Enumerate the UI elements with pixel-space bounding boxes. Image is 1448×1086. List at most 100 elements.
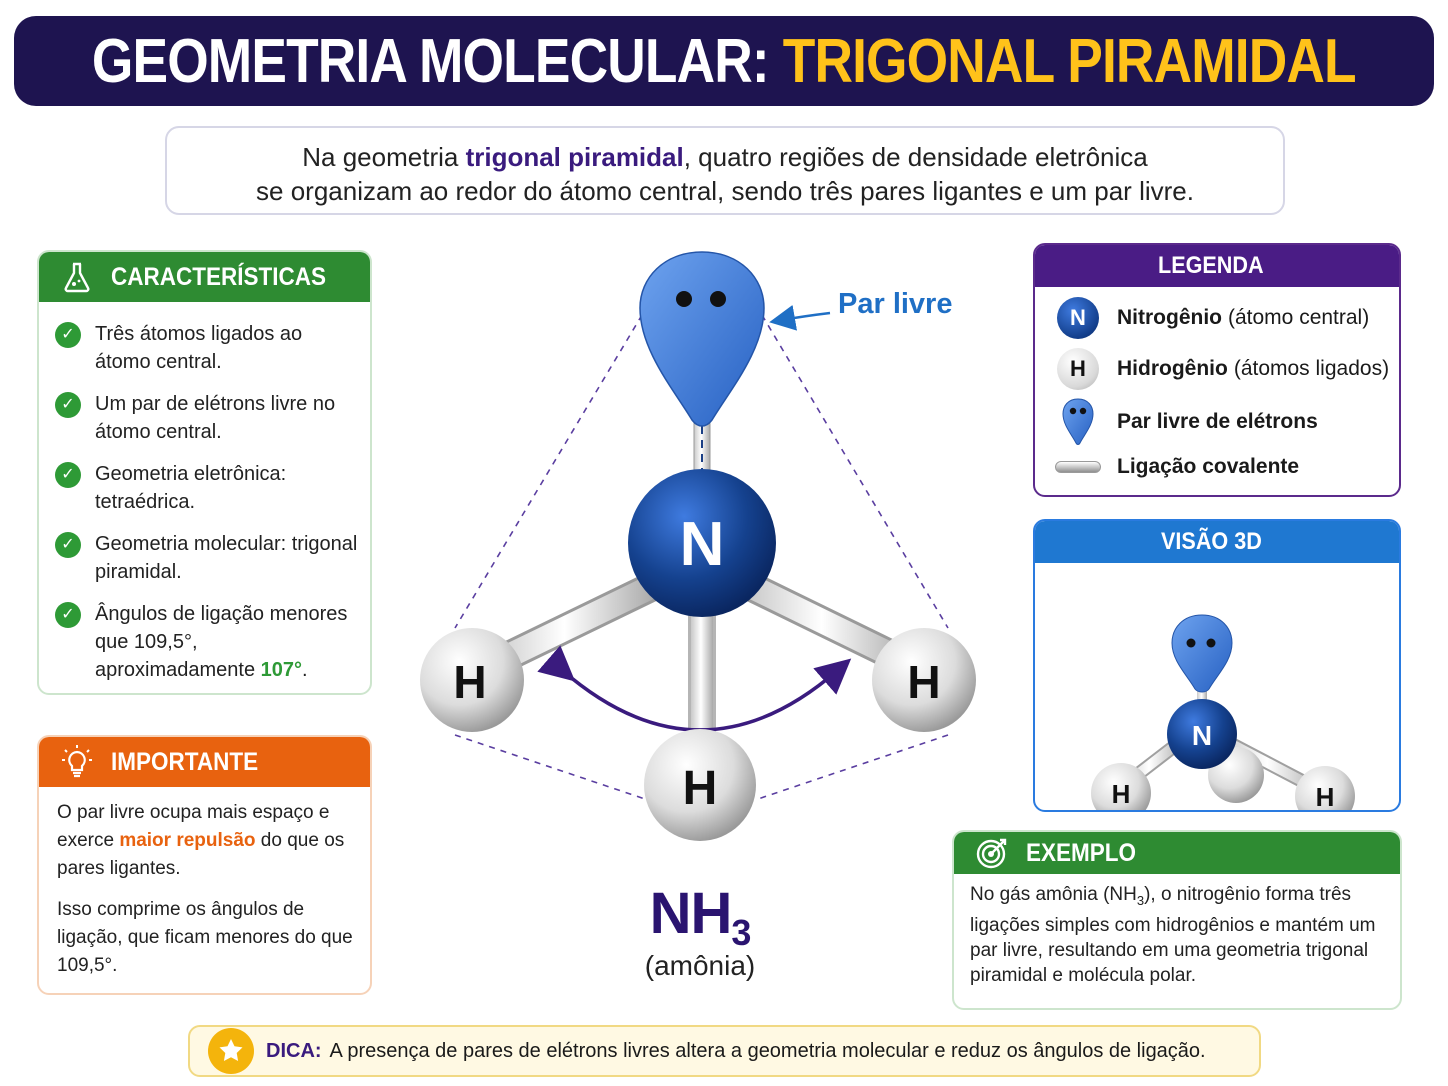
example-body: No gás amônia (NH3), o nitrogênio forma …: [954, 874, 1400, 988]
check-icon: ✓: [55, 602, 81, 628]
formula-text: NH3: [600, 880, 800, 954]
list-item-text: Geometria eletrônica: tetraédrica.: [95, 463, 287, 513]
list-item-text: Um par de elétrons livre no átomo centra…: [95, 393, 336, 443]
hydrogen-atom-right: [872, 628, 976, 732]
title-main: GEOMETRIA MOLECULAR:: [92, 26, 783, 96]
title-banner: GEOMETRIA MOLECULAR: TRIGONAL PIRAMIDAL: [14, 16, 1434, 106]
list-item-text: Três átomos ligados ao átomo central.: [95, 323, 303, 373]
lone-pair-electron: [1206, 638, 1216, 648]
legend-description: (átomo central): [1228, 306, 1370, 329]
lone-pair-electron: [676, 291, 692, 307]
hydrogen-atom-bottom: [644, 729, 756, 841]
important-text: do que os pares ligantes.: [57, 830, 345, 879]
important-title: IMPORTANTE: [111, 747, 259, 776]
intro-line-2: se organizam ao redor do átomo central, …: [256, 176, 1194, 206]
legend-symbol: H: [1053, 348, 1103, 390]
legend-title: LEGENDA: [1158, 252, 1264, 279]
hydrogen-symbol: H: [1112, 779, 1131, 809]
lone-pair-lobe-3d: [1171, 614, 1233, 693]
hydrogen-symbol: H: [453, 656, 486, 708]
angle-text: Ângulos de ligação menores que 109,5°, a…: [95, 603, 348, 681]
list-item-text: Ângulos de ligação menores que 109,5°, a…: [95, 600, 360, 684]
3d-view-title: VISÃO 3D: [1160, 528, 1262, 555]
lone-pair-lobe: [639, 251, 765, 427]
intro-text: Na geometria: [302, 142, 466, 172]
legend-header: LEGENDA: [1035, 245, 1399, 287]
tip-bar: DICA: A presença de pares de elétrons li…: [188, 1025, 1261, 1077]
important-text: O par livre ocupa mais espaço e exerce: [57, 802, 330, 851]
list-item: ✓ Geometria eletrônica: tetraédrica.: [55, 460, 360, 516]
angle-suffix: .: [302, 659, 308, 681]
hydrogen-atom-left: [420, 628, 524, 732]
3d-view-card: VISÃO 3D N H H: [1033, 519, 1401, 812]
important-card: IMPORTANTE O par livre ocupa mais espaço…: [37, 735, 372, 995]
page-title: GEOMETRIA MOLECULAR: TRIGONAL PIRAMIDAL: [92, 26, 1357, 97]
intro-text: , quatro regiões de densidade eletrônica: [683, 142, 1148, 172]
hydrogen-atom-3d: [1091, 763, 1151, 810]
check-icon: ✓: [55, 532, 81, 558]
example-header: EXEMPLO: [954, 832, 1400, 874]
flask-icon: [59, 259, 95, 295]
important-paragraph: Isso comprime os ângulos de ligação, que…: [57, 899, 353, 976]
3d-molecule-render: N H H: [1091, 614, 1355, 812]
star-icon: [208, 1028, 254, 1074]
important-highlight: maior repulsão: [119, 830, 256, 851]
lone-pair-label: Par livre: [838, 288, 953, 320]
legend-item-lone-pair: Par livre de elétrons: [1053, 397, 1324, 447]
important-paragraph: O par livre ocupa mais espaço e exerce m…: [57, 799, 354, 883]
list-item: ✓Um par de elétrons livre no átomo centr…: [55, 390, 360, 446]
bond-icon: [1055, 461, 1101, 473]
intro-highlight: trigonal piramidal: [465, 142, 684, 172]
legend-item-nitrogen: N Nitrogênio (átomo central): [1053, 297, 1369, 339]
check-icon: ✓: [55, 322, 81, 348]
intro-line-1: Na geometria trigonal piramidal, quatro …: [167, 140, 1283, 174]
check-icon: ✓: [55, 462, 81, 488]
hydrogen-ball-icon: H: [1057, 348, 1099, 390]
characteristics-title: CARACTERÍSTICAS: [111, 262, 327, 291]
formula-main: NH: [649, 881, 733, 946]
tip-text: A presença de pares de elétrons livres a…: [329, 1039, 1206, 1062]
list-item: ✓ Geometria molecular: trigonal piramidal…: [55, 530, 360, 586]
lone-pair-electron: [710, 291, 726, 307]
important-header: IMPORTANTE: [39, 737, 370, 787]
lone-pair-electron: [1186, 638, 1196, 648]
hydrogen-symbol: H: [683, 762, 718, 815]
legend-card: LEGENDA N Nitrogênio (átomo central) H Hi…: [1033, 243, 1401, 497]
example-title: EXEMPLO: [1026, 838, 1137, 867]
lone-pair-icon: [1053, 397, 1103, 447]
intro-box: Na geometria trigonal piramidal, quatro …: [165, 126, 1285, 215]
nitrogen-atom-3d: [1167, 699, 1237, 769]
hydrogen-symbol: H: [1316, 782, 1335, 812]
legend-label: Ligação covalente: [1117, 455, 1300, 478]
legend-item-bond: Ligação covalente: [1053, 455, 1305, 479]
tip-label: DICA:: [266, 1039, 322, 1062]
list-item-text: Geometria molecular: trigonal piramidal.: [95, 533, 358, 583]
legend-symbol: N: [1053, 297, 1103, 339]
example-text: ), o nitrogênio forma três ligações simp…: [970, 884, 1376, 986]
example-subscript: 3: [1136, 892, 1145, 908]
molecule-formula: NH3 (amônia): [600, 880, 800, 982]
nitrogen-ball-icon: N: [1057, 297, 1099, 339]
lone-pair-arrow: [769, 304, 831, 331]
example-text: No gás amônia (NH: [970, 884, 1137, 905]
characteristics-card: CARACTERÍSTICAS ✓ Três átomos ligados ao …: [37, 250, 372, 695]
nitrogen-symbol: N: [1192, 720, 1212, 751]
title-accent: TRIGONAL PIRAMIDAL: [782, 26, 1357, 96]
tetrahedron-outline: [454, 314, 949, 801]
list-item: ✓ Três átomos ligados ao átomo central.: [55, 320, 360, 376]
hydrogen-atom-3d: [1295, 766, 1355, 810]
legend-description: (átomos ligados): [1233, 357, 1390, 380]
example-card: EXEMPLO No gás amônia (NH3), o nitrogêni…: [952, 830, 1402, 1010]
hydrogen-symbol: H: [907, 656, 940, 708]
formula-subscript: 3: [731, 912, 751, 953]
molecule-name: (amônia): [644, 950, 756, 981]
characteristics-list: ✓ Três átomos ligados ao átomo central. ✓…: [39, 302, 370, 684]
nitrogen-atom: [628, 469, 776, 617]
angle-value: 107°: [260, 659, 303, 681]
legend-item-hydrogen: H Hidrogênio(átomos ligados): [1053, 348, 1389, 390]
legend-label: Par livre de elétrons: [1117, 410, 1318, 433]
legend-label: Nitrogênio: [1117, 306, 1222, 329]
3d-view-header: VISÃO 3D: [1035, 521, 1399, 563]
list-item: ✓ Ângulos de ligação menores que 109,5°, …: [55, 600, 360, 684]
